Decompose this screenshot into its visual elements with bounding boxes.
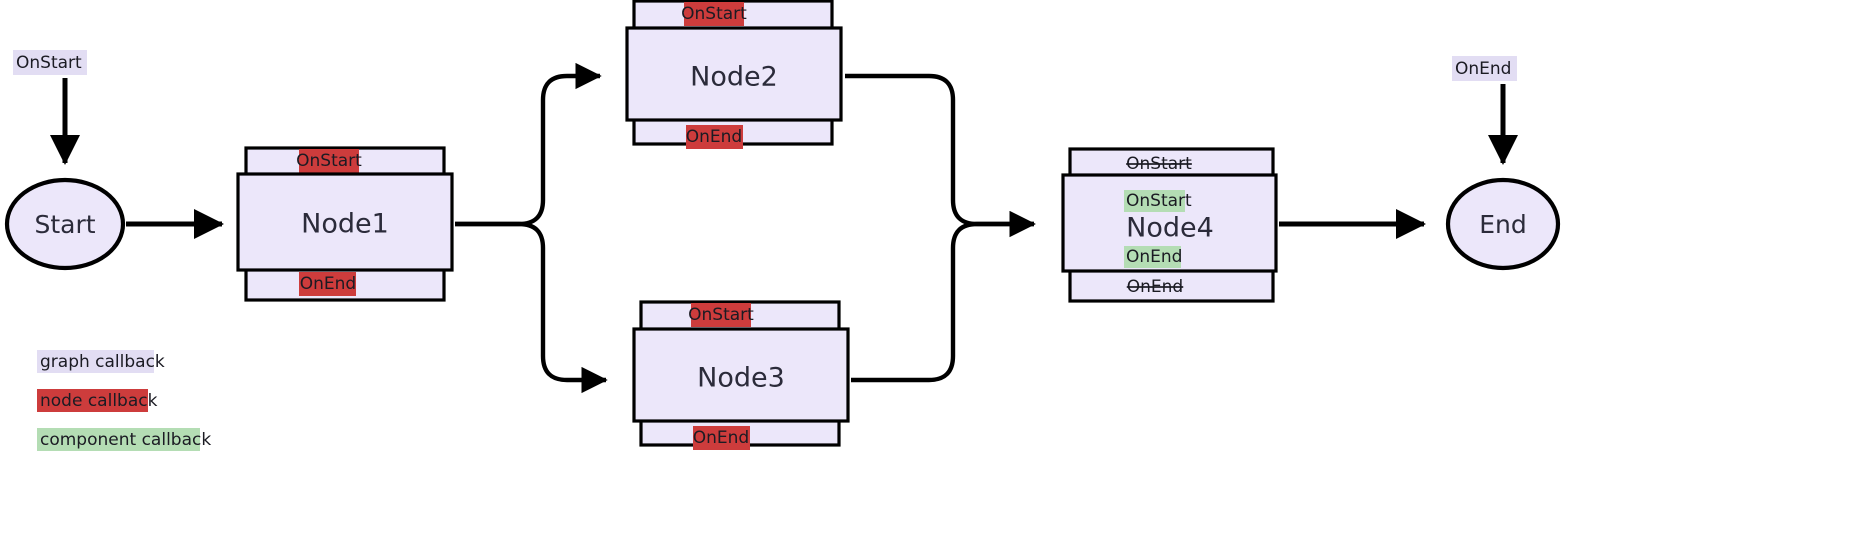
graph-callback-onend-label: OnEnd	[1455, 59, 1511, 79]
node4-inner-onend-label: OnEnd	[1126, 247, 1182, 267]
node1-onstart-label: OnStart	[296, 151, 362, 171]
edge-node3-to-node4	[851, 210, 1036, 383]
node-node2[interactable]: OnStart OnEnd Node2	[625, 0, 843, 149]
node3-onstart-label: OnStart	[688, 305, 754, 325]
legend-graph-label: graph callback	[40, 352, 165, 372]
node3-body	[632, 327, 850, 423]
node3-onstart-highlight	[691, 303, 751, 327]
node-node1[interactable]: OnStart OnEnd Node1	[236, 146, 454, 302]
edge-node2-to-node4	[845, 73, 1036, 238]
node1-onstart-highlight	[299, 149, 359, 173]
legend-item-node-callback: node callback	[37, 389, 158, 412]
terminal-start[interactable]: Start	[4, 177, 126, 271]
end-ellipse	[1445, 177, 1561, 271]
node4-label: Node4	[1126, 213, 1214, 244]
graph-callback-onstart-label: OnStart	[16, 53, 82, 73]
legend-item-graph-callback: graph callback	[37, 350, 165, 373]
legend-node-swatch	[37, 389, 148, 412]
node-node3[interactable]: OnStart OnEnd Node3	[632, 300, 850, 450]
node4-inner-onstart-label: OnStart	[1126, 191, 1192, 211]
node1-onend-highlight	[299, 272, 356, 296]
node2-onend-highlight	[686, 125, 743, 149]
legend: graph callback node callback component c…	[37, 350, 211, 451]
graph-callback-onstart[interactable]: OnStart	[13, 50, 87, 75]
node2-onstart-highlight	[684, 2, 744, 26]
node-node4[interactable]: OnStart OnEnd OnStart Node4 OnEnd	[1061, 147, 1278, 303]
node2-onstart-label: OnStart	[681, 4, 747, 24]
node1-label: Node1	[301, 209, 389, 240]
legend-component-label: component callback	[40, 430, 211, 450]
edge-node1-to-node2	[455, 62, 602, 227]
node1-body	[236, 172, 454, 272]
legend-component-swatch	[37, 428, 200, 451]
node3-onend-highlight	[693, 426, 750, 450]
legend-graph-swatch	[37, 350, 154, 373]
node2-label: Node2	[690, 62, 778, 93]
start-label: Start	[34, 210, 95, 239]
legend-node-label: node callback	[40, 391, 158, 411]
node3-onend-label: OnEnd	[693, 428, 749, 448]
node3-label: Node3	[697, 363, 785, 394]
graph-callback-onend[interactable]: OnEnd	[1452, 56, 1517, 81]
edge-node1-to-node3	[455, 221, 608, 394]
graph-callback-onend-highlight	[1452, 56, 1517, 81]
node4-inner-onend-highlight	[1124, 246, 1181, 268]
end-label: End	[1479, 210, 1527, 239]
node1-onend-label: OnEnd	[300, 274, 356, 294]
node2-onend-label: OnEnd	[686, 127, 742, 147]
terminal-end[interactable]: End	[1445, 177, 1561, 271]
node2-body	[625, 26, 843, 122]
node4-inner-onstart-highlight	[1124, 190, 1185, 212]
node4-onend-struck-label: OnEnd	[1127, 277, 1183, 297]
node4-onstart-struck-label: OnStart	[1126, 154, 1192, 174]
graph-callback-onstart-highlight	[13, 50, 87, 75]
start-ellipse	[4, 177, 126, 271]
legend-item-component-callback: component callback	[37, 428, 211, 451]
